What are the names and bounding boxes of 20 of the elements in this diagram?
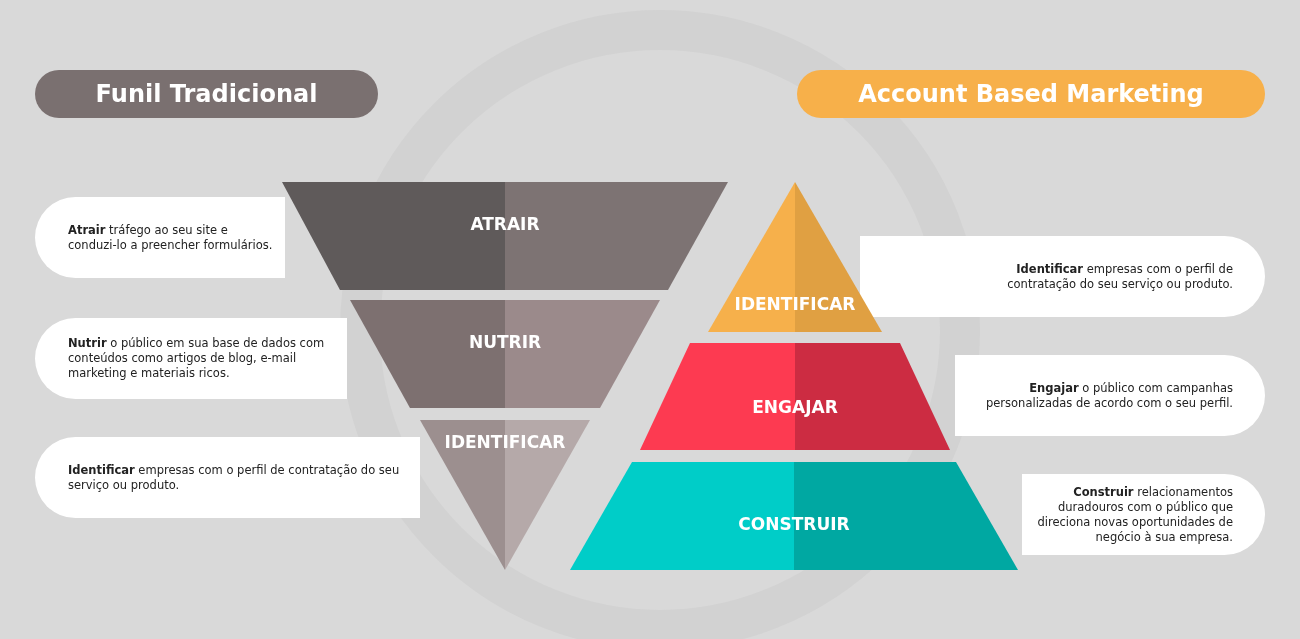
description-card	[1022, 474, 1265, 555]
segment-label: NUTRIR	[467, 332, 543, 352]
description-card	[35, 197, 285, 278]
segment-label: ENGAJAR	[751, 397, 839, 417]
description-card	[955, 355, 1265, 436]
description-text: Nutrir o público em sua base de dados com conteúdos como artigos de blog, e-mail marketing e materiais ricos.	[68, 336, 326, 381]
description-card	[35, 318, 347, 399]
description-card	[35, 437, 420, 518]
description-text: Construir relacionamentos duradouros com o público que direciona novas oportunidades de negócio à sua empresa.	[1036, 484, 1233, 545]
description-text: Identificar empresas com o perfil de contratação do seu serviço ou produto.	[1006, 261, 1233, 292]
heading-pill: Funil Tradicional	[35, 70, 378, 118]
heading-pill: Account Based Marketing	[797, 70, 1265, 118]
segment-label: CONSTRUIR	[737, 514, 851, 534]
description-text: Engajar o público com campanhas personalizadas de acordo com o seu perfil.	[985, 380, 1233, 411]
segment-label: IDENTIFICAR	[443, 432, 567, 452]
description-text: Atrair tráfego ao seu site e conduzi-lo a preencher formulários.	[68, 222, 273, 253]
description-text: Identificar empresas com o perfil de contratação do seu serviço ou produto.	[68, 462, 401, 493]
segment-label: ATRAIR	[469, 214, 541, 234]
segment-label: IDENTIFICAR	[733, 294, 857, 314]
description-card	[860, 236, 1265, 317]
